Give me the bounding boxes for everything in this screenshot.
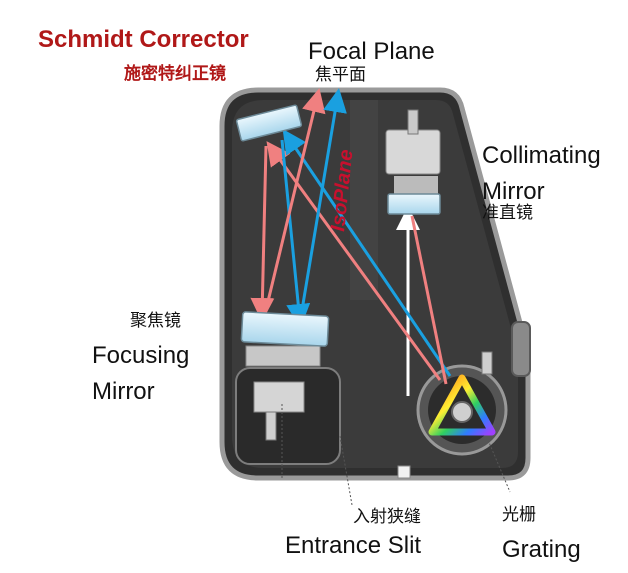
collimating-mirror [387,193,441,215]
grating-triangle [428,374,496,436]
collimating-label-line1: Collimating [482,142,601,169]
entrance-slit-label: Entrance Slit [285,532,422,559]
light-rays [250,88,452,396]
focusing-label-line1: Focusing [92,342,190,369]
schmidt-corrector-zh: 施密特纠正镜 [124,64,226,83]
side-knob [511,321,531,377]
ray-red-grating-to-schmidt [266,141,442,381]
collimating-mount-base [394,176,438,194]
focal-plane-label: Focal Plane [308,38,435,65]
inner-wall [350,100,378,300]
leader-lines [281,404,511,506]
collimating-mount-screw [407,109,419,135]
collimating-label-line2: Mirror [482,178,545,205]
collimating-zh: 准直镜 [482,203,533,222]
ray-red-focus-to-focal [262,88,326,319]
ray-blue-grating-to-schmidt [282,129,452,377]
focusing-label-line2: Mirror [92,378,155,405]
schmidt-corrector-title: Schmidt Corrector [38,26,249,53]
grating-label: Grating [502,536,581,563]
lower-left-mount [253,381,305,413]
entrance-slit-zh: 入射狭缝 [353,507,421,526]
ray-blue-schmidt-to-focus [280,139,311,328]
grating-screw [481,351,493,375]
focal-plane-zh: 焦平面 [315,65,366,84]
lower-left-post [265,411,277,441]
focusing-zh: 聚焦镜 [130,311,181,330]
entrance-slit [397,465,411,479]
grating-zh: 光栅 [502,505,536,524]
collimating-mount-top [385,129,441,175]
focusing-mirror [240,311,330,347]
ray-blue-focus-to-focal [298,88,347,323]
focusing-mount-base [245,345,321,367]
ray-red-collimated [410,215,448,385]
ray-red-schmidt-to-focus [250,145,275,322]
grating-hub [451,401,473,423]
schmidt-corrector-mirror [235,104,303,142]
